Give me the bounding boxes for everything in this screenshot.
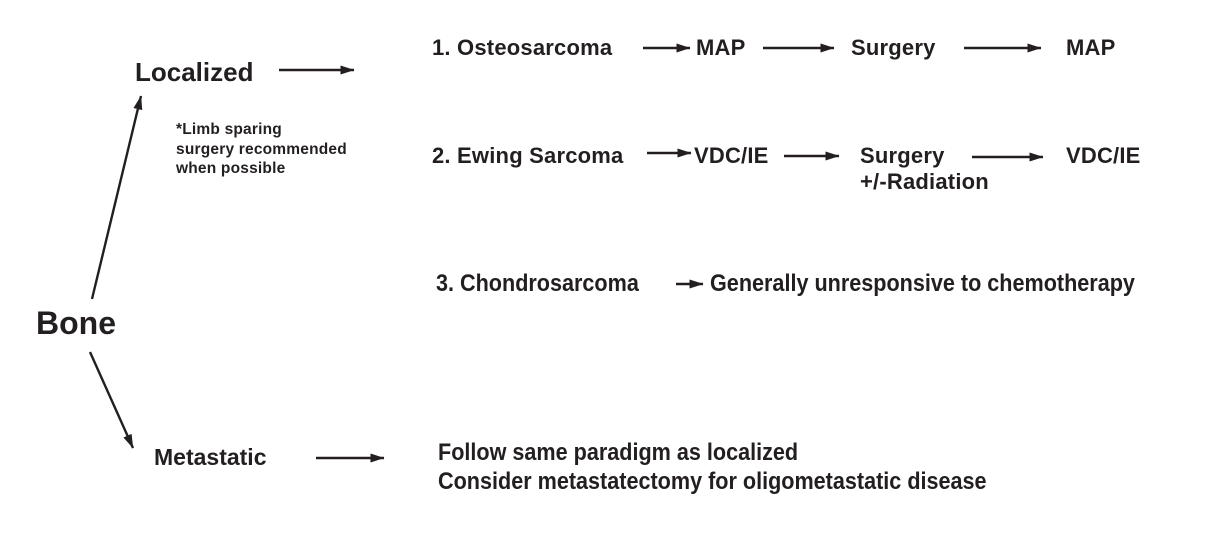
osteosarcoma-step-map-2: MAP: [1066, 35, 1116, 60]
osteosarcoma-step-map-1: MAP: [696, 35, 746, 60]
chondrosarcoma-label: 3. Chondrosarcoma: [436, 270, 639, 297]
ewing-step-surgery-line: Surgery: [860, 143, 945, 168]
metastatic-guidance: Follow same paradigm as localized Consid…: [438, 439, 987, 496]
ewing-step-radiation-line: +/-Radiation: [860, 169, 989, 194]
limb-sparing-note-line1: *Limb sparing: [176, 121, 282, 138]
metastatic-label: Metastatic: [154, 444, 267, 470]
localized-label: Localized: [135, 57, 254, 87]
bone-label: Bone: [36, 305, 116, 341]
osteosarcoma-step-surgery: Surgery: [851, 35, 936, 60]
limb-sparing-note: *Limb sparing surgery recommended when p…: [176, 120, 347, 179]
chondrosarcoma-result: Generally unresponsive to chemotherapy: [710, 270, 1135, 297]
limb-sparing-note-line3: when possible: [176, 160, 286, 177]
osteosarcoma-label: 1. Osteosarcoma: [432, 35, 613, 60]
arrow-bone-to-metastatic: [88, 351, 135, 449]
metastatic-guidance-line1: Follow same paradigm as localized: [438, 439, 799, 466]
arrow-bone-to-localized: [90, 95, 143, 300]
limb-sparing-note-line2: surgery recommended: [176, 140, 347, 158]
ewing-sarcoma-label: 2. Ewing Sarcoma: [432, 143, 624, 168]
ewing-step-vdcie-2: VDC/IE: [1066, 143, 1141, 168]
ewing-step-surgery-radiation: Surgery +/-Radiation: [860, 143, 989, 195]
metastatic-guidance-line2: Consider metastatectomy for oligometasta…: [438, 467, 987, 495]
ewing-step-vdcie-1: VDC/IE: [694, 143, 769, 168]
